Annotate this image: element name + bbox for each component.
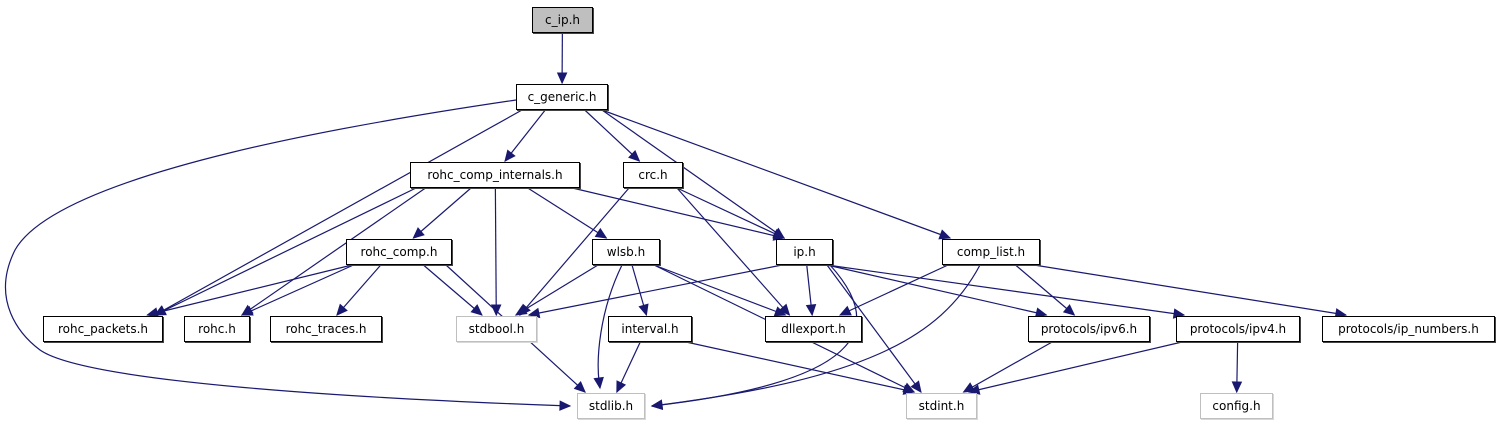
node-c-generic[interactable]: c_generic.h bbox=[516, 84, 608, 110]
edge-rohc_comp-to-rohc_packets bbox=[147, 264, 353, 316]
arrowhead-icon bbox=[146, 307, 159, 318]
arrowhead-icon bbox=[573, 381, 586, 393]
node-rohc-comp[interactable]: rohc_comp.h bbox=[346, 239, 452, 265]
edge-comp_list-to-dllexport bbox=[839, 264, 949, 316]
edge-ip-to-ipv4 bbox=[826, 264, 1185, 316]
node-comp-list[interactable]: comp_list.h bbox=[942, 239, 1040, 265]
arrowhead-icon bbox=[616, 380, 627, 394]
arrowhead-icon bbox=[910, 380, 922, 393]
node-ip[interactable]: ip.h bbox=[776, 239, 833, 265]
edge-ip-to-stdbool bbox=[528, 264, 783, 316]
arrowhead-icon bbox=[594, 227, 608, 239]
arrowhead-icon bbox=[240, 305, 254, 316]
edge-rohc_comp_internals-to-wlsb bbox=[527, 187, 607, 239]
edge-comp_list-to-ipv6 bbox=[1015, 264, 1075, 316]
node-ipv4[interactable]: protocols/ipv4.h bbox=[1176, 316, 1300, 342]
edge-c_generic-to-stdlib bbox=[4, 99, 571, 407]
arrowhead-icon bbox=[514, 305, 528, 316]
edge-rohc_comp_internals-to-stdbool bbox=[494, 187, 497, 316]
edge-crc-to-dllexport bbox=[676, 187, 790, 316]
node-rohc-traces[interactable]: rohc_traces.h bbox=[270, 316, 382, 342]
edge-comp_list-to-stdlib bbox=[651, 264, 981, 407]
node-stdint[interactable]: stdint.h bbox=[906, 393, 977, 419]
arrowhead-icon bbox=[839, 305, 852, 316]
edge-rohc_comp-to-rohc bbox=[241, 264, 354, 316]
edge-wlsb-to-dllexport bbox=[653, 264, 786, 316]
arrowhead-icon bbox=[470, 304, 483, 316]
arrowhead-icon bbox=[1062, 304, 1076, 316]
edge-c_generic-to-rohc_comp_internals bbox=[504, 109, 546, 162]
edge-comp_list-to-ip_numbers bbox=[1033, 264, 1346, 316]
edge-rohc_comp-to-stdbool bbox=[422, 264, 483, 316]
arrowhead-icon bbox=[1231, 381, 1243, 394]
edge-ip-to-ipv6 bbox=[826, 264, 1047, 316]
node-dllexport[interactable]: dllexport.h bbox=[765, 316, 862, 342]
edge-rohc_comp_internals-to-rohc_comp bbox=[413, 187, 472, 239]
node-ipv6[interactable]: protocols/ipv6.h bbox=[1028, 316, 1150, 342]
arrowhead-icon bbox=[938, 229, 952, 240]
edge-ip-to-stdint bbox=[826, 264, 922, 393]
edge-c_generic-to-crc bbox=[584, 109, 640, 162]
edge-c_generic-to-ip bbox=[601, 109, 785, 239]
arrowhead-icon bbox=[772, 228, 786, 239]
node-stdlib[interactable]: stdlib.h bbox=[577, 393, 645, 419]
arrowhead-icon bbox=[412, 227, 425, 239]
edge-rohc_comp_internals-to-ip bbox=[572, 187, 785, 239]
node-wlsb[interactable]: wlsb.h bbox=[592, 239, 660, 265]
node-rohc-packets[interactable]: rohc_packets.h bbox=[43, 316, 163, 342]
arrowhead-icon bbox=[490, 304, 502, 317]
edge-crc-to-stdbool bbox=[519, 187, 630, 316]
node-rohc-comp-internals[interactable]: rohc_comp_internals.h bbox=[410, 162, 580, 188]
arrowhead-icon bbox=[778, 303, 791, 316]
edge-rohc_comp_internals-to-rohc_packets bbox=[154, 187, 417, 316]
edge-ipv6-to-stdint bbox=[963, 341, 1053, 393]
node-crc[interactable]: crc.h bbox=[623, 162, 683, 188]
arrowhead-icon bbox=[336, 303, 348, 316]
arrowhead-icon bbox=[805, 303, 817, 317]
node-ip-numbers[interactable]: protocols/ip_numbers.h bbox=[1322, 316, 1495, 342]
edge-wlsb-to-stdbool bbox=[515, 264, 599, 316]
arrowhead-icon bbox=[593, 376, 604, 390]
edge-rohc_comp_internals-to-rohc bbox=[241, 187, 426, 316]
arrowhead-icon bbox=[556, 72, 568, 85]
edge-c_generic-to-rohc_packets bbox=[154, 109, 523, 316]
arrowhead-icon bbox=[628, 149, 641, 162]
edge-rohc_comp-to-rohc_traces bbox=[336, 264, 382, 316]
arrowhead-icon bbox=[504, 149, 516, 162]
node-stdbool[interactable]: stdbool.h bbox=[456, 316, 537, 342]
node-c-ip[interactable]: c_ip.h bbox=[532, 7, 593, 33]
arrowhead-icon bbox=[638, 303, 649, 317]
edge-interval-to-stdint bbox=[685, 341, 915, 393]
arrowhead-icon bbox=[559, 400, 572, 411]
edge-ipv4-to-stdint bbox=[968, 341, 1183, 393]
node-rohc[interactable]: rohc.h bbox=[184, 316, 250, 342]
arrowhead-icon bbox=[773, 306, 787, 317]
node-config[interactable]: config.h bbox=[1200, 393, 1273, 419]
node-interval[interactable]: interval.h bbox=[608, 316, 692, 342]
edge-crc-to-ip bbox=[676, 187, 785, 239]
edge-c_generic-to-comp_list bbox=[601, 109, 951, 239]
arrowhead-icon bbox=[650, 399, 664, 410]
